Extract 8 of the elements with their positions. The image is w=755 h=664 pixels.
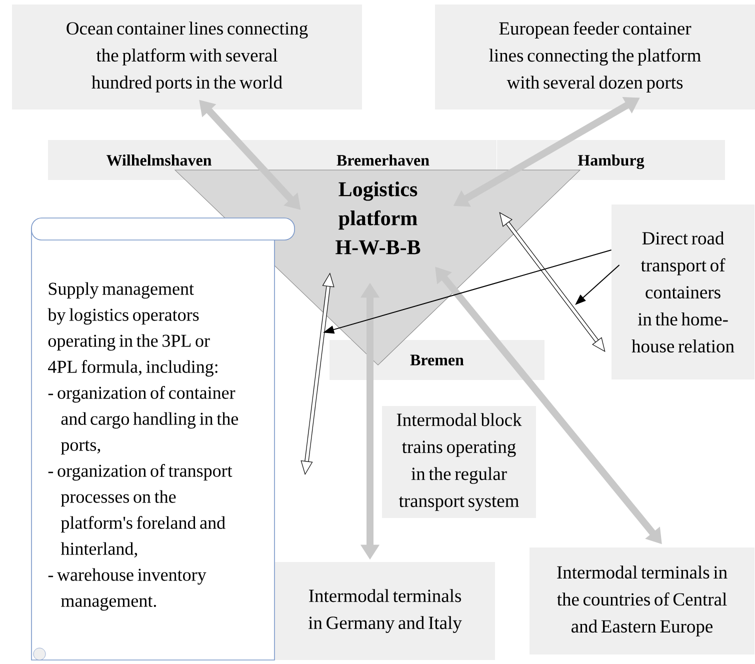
text-box: Ocean container lines connecting the platform with several hundred ports in the world (12, 4, 362, 110)
arrow (499, 212, 606, 352)
text-box: Direct road transport of containers in the home-house relation (612, 204, 754, 380)
text-box: Intermodal terminals in Germany and Italy (275, 562, 495, 660)
scroll-box: Supply management by logistics operators operating in the 3PL or 4PL formula, including: - organization of container and cargo handling in the ports, - organization of transport processes on the platform's foreland and hinterland, - warehouse inventory management. (31, 218, 295, 660)
text-box: European feeder container lines connecting the platform with several dozen ports (435, 4, 755, 110)
text-box: Intermodal block trains operating in the regular transport system (382, 406, 536, 518)
text-box: Intermodal terminals in the countries of Central and Eastern Europe (530, 548, 754, 654)
